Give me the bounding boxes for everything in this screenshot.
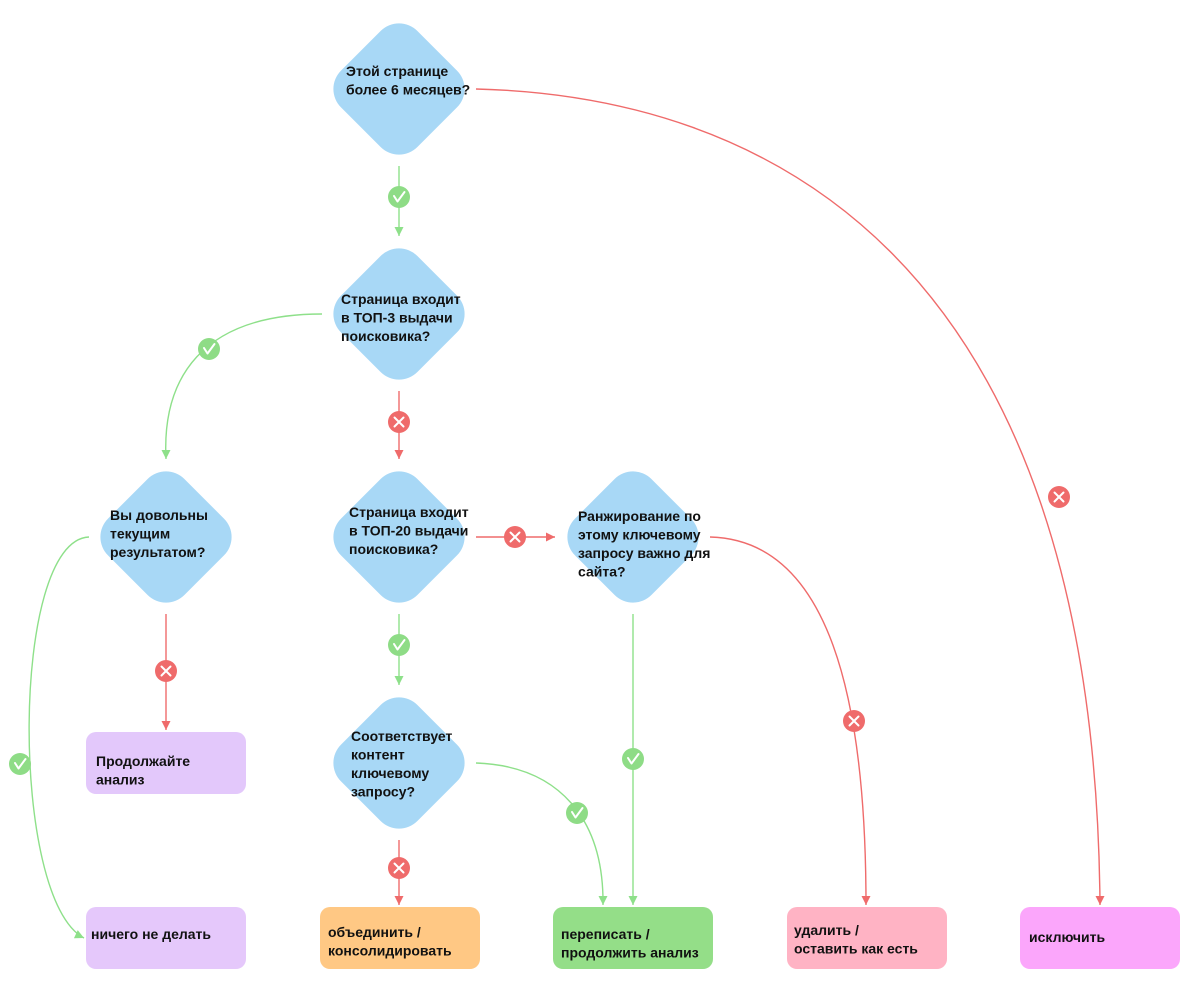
arrowhead <box>1095 896 1105 905</box>
cross-icon <box>843 710 865 732</box>
check-icon <box>388 186 410 208</box>
edge-top3-to-satisfied <box>161 313 323 460</box>
outcome-box <box>787 907 947 969</box>
node-label-line: результатом? <box>110 544 205 560</box>
check-icon <box>566 802 588 824</box>
outcome-box <box>553 907 713 969</box>
node-label-line: ничего не делать <box>91 926 211 942</box>
arrowhead <box>598 896 608 905</box>
arrowhead <box>161 721 171 730</box>
arrowhead <box>394 227 404 236</box>
check-icon <box>9 753 31 775</box>
decision-important: Ранжирование по этому ключевому запросу ва… <box>567 471 710 603</box>
outcome-box <box>86 907 246 969</box>
node-label-line: в ТОП-20 выдачи <box>349 523 468 539</box>
outcome-nothing: ничего не делать <box>86 907 246 969</box>
node-label-line: в ТОП-3 выдачи <box>341 310 453 326</box>
cross-icon <box>155 660 177 682</box>
cross-icon <box>388 857 410 879</box>
node-label-line: поисковика? <box>341 328 430 344</box>
decision-shape <box>333 248 465 380</box>
cross-icon <box>388 411 410 433</box>
node-label-line: ключевому <box>351 765 429 781</box>
edge-important-to-delete <box>709 536 871 906</box>
node-label-line: более 6 месяцев? <box>346 82 470 98</box>
outcome-delete: удалить / оставить как есть <box>787 907 947 969</box>
decision-top20: Страница входит в ТОП-20 выдачи поисковика… <box>333 471 469 603</box>
arrowhead <box>394 450 404 459</box>
nodes-layer: Этой странице более 6 месяцев? Страница вх… <box>86 23 1180 969</box>
edge-relevant-to-rewrite <box>475 762 608 906</box>
outcome-box <box>86 732 246 794</box>
node-label-line: сайта? <box>578 564 626 580</box>
node-label-line: поисковика? <box>349 541 438 557</box>
badges-layer <box>9 186 1070 879</box>
arrowhead <box>73 930 84 939</box>
node-label-line: Продолжайте <box>96 753 190 769</box>
node-label-line: объединить / <box>328 924 421 940</box>
decision-shape <box>333 471 465 603</box>
node-label-line: Страница входит <box>349 504 469 520</box>
decision-top3: Страница входит в ТОП-3 выдачи поисковика? <box>333 248 465 380</box>
outcome-box <box>1020 907 1180 969</box>
check-icon <box>622 748 644 770</box>
cross-icon <box>1048 486 1070 508</box>
outcome-exclude: исключить <box>1020 907 1180 969</box>
node-label-line: Этой странице <box>346 63 448 79</box>
node-label-line: Вы довольны <box>110 507 208 523</box>
node-label-line: контент <box>351 747 405 763</box>
node-label-line: удалить / <box>794 922 859 938</box>
check-icon <box>198 338 220 360</box>
edge-age-to-exclude <box>475 88 1105 906</box>
arrowhead <box>394 676 404 685</box>
arrowhead <box>546 532 555 542</box>
cross-icon <box>504 526 526 548</box>
arrowhead <box>628 896 638 905</box>
decision-shape <box>567 471 699 603</box>
outcome-rewrite: переписать / продолжить анализ <box>553 907 713 969</box>
connector-line <box>475 762 604 906</box>
node-label-line: этому ключевому <box>578 527 701 543</box>
node-label-line: текущим <box>110 526 170 542</box>
decision-satisfied: Вы довольны текущим результатом? <box>100 471 232 603</box>
decision-age: Этой странице более 6 месяцев? <box>333 23 470 155</box>
node-label-line: анализ <box>96 772 145 788</box>
connector-line <box>709 536 867 906</box>
decision-shape <box>333 23 465 155</box>
outcome-box <box>320 907 480 969</box>
node-label-line: оставить как есть <box>794 941 918 957</box>
node-label-line: Ранжирование по <box>578 508 701 524</box>
connector-line <box>28 536 90 939</box>
arrowhead <box>161 450 171 459</box>
decision-shape <box>333 697 465 829</box>
outcome-merge: объединить / консолидировать <box>320 907 480 969</box>
node-label-line: продолжить анализ <box>561 945 699 961</box>
outcome-continue: Продолжайте анализ <box>86 732 246 794</box>
node-label-line: Соответствует <box>351 728 453 744</box>
node-label-line: Страница входит <box>341 291 461 307</box>
arrowhead <box>394 896 404 905</box>
node-label-line: исключить <box>1029 929 1105 945</box>
decision-relevant: Соответствует контент ключевому запросу? <box>333 697 465 829</box>
node-label-line: переписать / <box>561 926 650 942</box>
edge-satisfied-to-nothing <box>28 536 90 939</box>
node-label-line: запросу важно для <box>578 545 710 561</box>
arrowhead <box>861 896 871 905</box>
decision-shape <box>100 471 232 603</box>
check-icon <box>388 634 410 656</box>
node-label-line: консолидировать <box>328 943 452 959</box>
connector-line <box>165 313 323 460</box>
node-label-line: запросу? <box>351 784 415 800</box>
connector-line <box>475 88 1101 906</box>
